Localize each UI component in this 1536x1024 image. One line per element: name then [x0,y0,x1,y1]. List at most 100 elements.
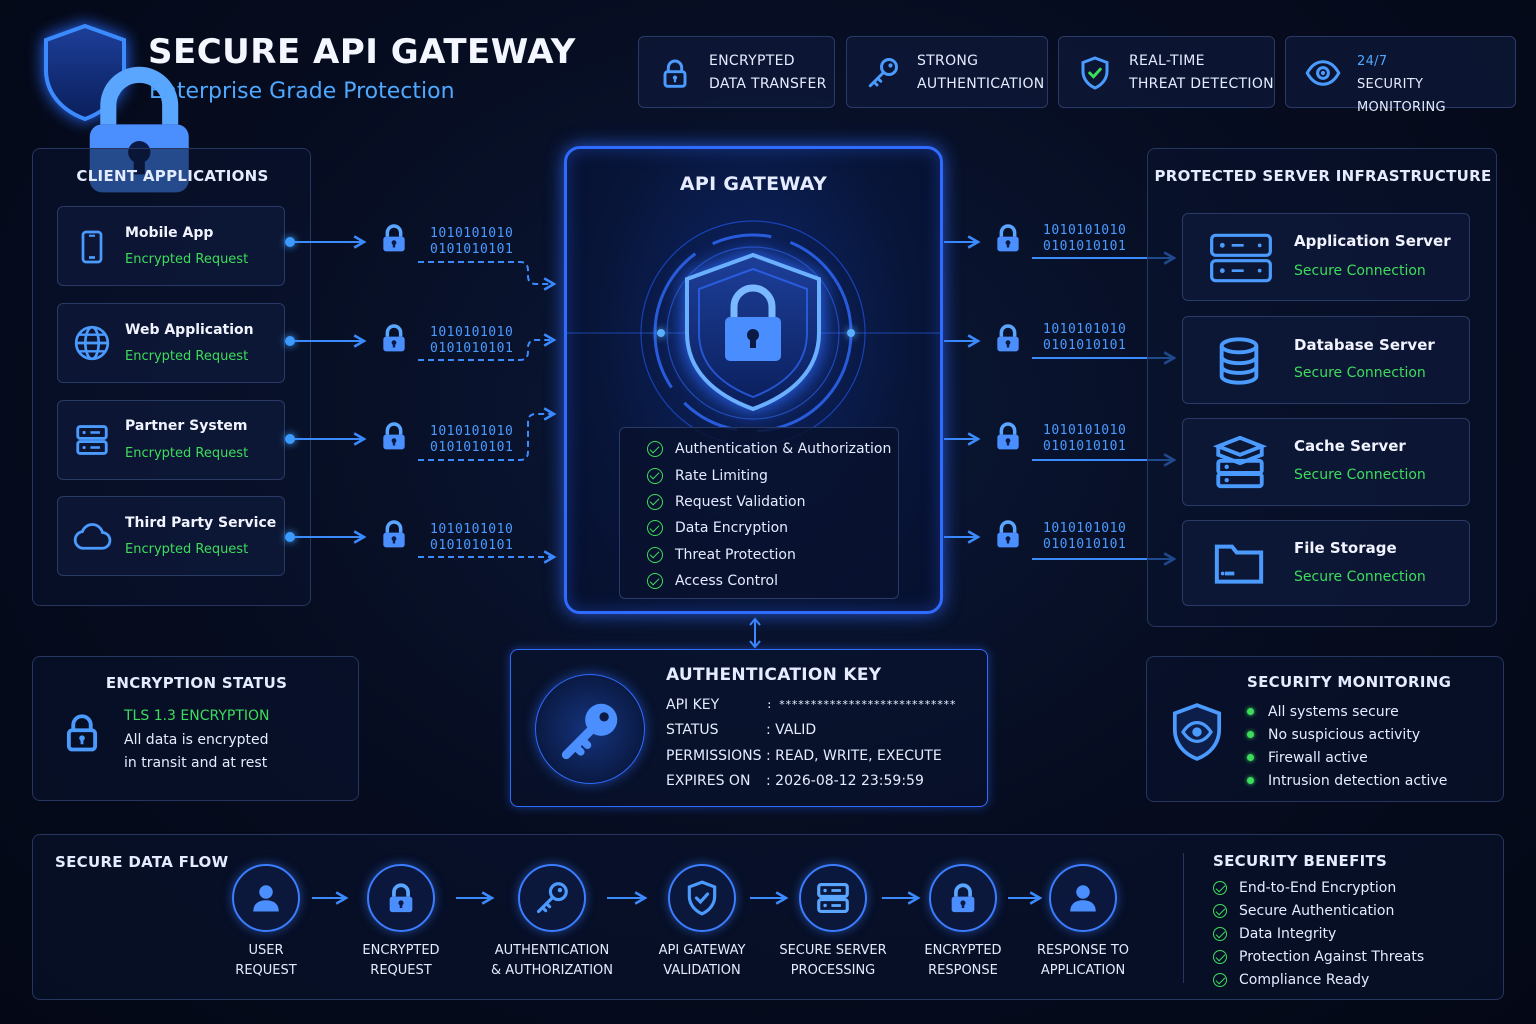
server-item-application-server[interactable]: Application Server Secure Connection [1182,213,1470,301]
status-dot [1247,754,1254,761]
checklist-item: Access Control [647,568,898,594]
server-item-database-server[interactable]: Database Server Secure Connection [1182,316,1470,404]
client-name: Partner System [125,418,248,434]
server-item-file-storage[interactable]: File Storage Secure Connection [1182,520,1470,606]
checklist-item: Request Validation [647,489,898,515]
flow-step-gateway-validation [668,864,736,932]
key-emblem [535,674,645,784]
authentication-key-heading: AUTHENTICATION KEY [666,665,882,685]
check-icon [1213,903,1227,918]
flow-step-server-processing [799,864,867,932]
check-icon [647,441,663,458]
auth-key-row: API KEY: **************************** [666,696,956,713]
checklist-item: Data Encryption [647,515,898,541]
encryption-desc: in transit and at rest [124,755,268,771]
flow-step-user-request [232,864,300,932]
client-status: Encrypted Request [125,349,249,364]
page-title: SECURE API GATEWAY [148,32,576,72]
client-name: Third Party Service [125,515,277,531]
client-item-mobile-app[interactable]: Mobile App Encrypted Request [57,206,285,286]
feature-encrypted-data-transfer: ENCRYPTED DATA TRANSFER [638,36,835,108]
security-benefits-heading: SECURITY BENEFITS [1213,852,1388,870]
check-icon [1213,880,1227,895]
page-subtitle: Enterprise Grade Protection [149,79,455,104]
client-item-partner-system[interactable]: Partner System Encrypted Request [57,400,285,480]
flow-step-label: AUTHENTICATION& AUTHORIZATION [490,943,613,978]
server-infrastructure-heading: PROTECTED SERVER INFRASTRUCTURE [1154,167,1492,185]
secure-data-flow-heading: SECURE DATA FLOW [55,853,229,871]
client-name: Web Application [125,322,254,338]
benefit-item: Protection Against Threats [1213,945,1424,968]
monitoring-item: No suspicious activity [1247,723,1447,746]
security-monitoring-heading: SECURITY MONITORING [1247,673,1452,691]
gateway-checklist: Authentication & Authorization Rate Limi… [619,427,899,599]
client-item-third-party-service[interactable]: Third Party Service Encrypted Request [57,496,285,576]
api-gateway-heading: API GATEWAY [679,173,828,195]
client-status: Encrypted Request [125,252,249,267]
status-dot [1247,708,1254,715]
check-icon [647,573,663,590]
feature-line: AUTHENTICATION [917,76,1045,92]
feature-line: ENCRYPTED [709,53,795,69]
auth-key-row: PERMISSIONS: READ, WRITE, EXECUTE [666,747,942,764]
encryption-status-panel: ENCRYPTION STATUS TLS 1.3 ENCRYPTION All… [32,656,359,801]
tls-label: TLS 1.3 ENCRYPTION [124,708,270,724]
check-icon [647,546,663,563]
feature-line: 24/7 [1357,54,1388,69]
status-dot [1247,731,1254,738]
feature-security-monitoring: 24/7 SECURITY MONITORING [1285,36,1516,115]
check-icon [647,467,663,484]
check-icon [1213,972,1227,987]
auth-key-row: EXPIRES ON: 2026-08-12 23:59:59 [666,773,924,790]
feature-line: THREAT DETECTION [1129,76,1274,92]
benefit-item: Secure Authentication [1213,899,1424,922]
header-logo [40,22,130,122]
server-status: Secure Connection [1294,569,1426,585]
security-monitoring-panel: SECURITY MONITORING All systems secure N… [1146,656,1504,802]
authentication-key-panel: AUTHENTICATION KEY API KEY: ************… [510,649,988,807]
server-item-cache-server[interactable]: Cache Server Secure Connection [1182,418,1470,506]
flow-step-authentication [518,864,586,932]
client-status: Encrypted Request [125,446,249,461]
checklist-item: Rate Limiting [647,462,898,488]
status-dot [1247,777,1254,784]
monitoring-list: All systems secure No suspicious activit… [1247,700,1447,792]
server-status: Secure Connection [1294,263,1426,279]
server-name: File Storage [1294,539,1397,557]
feature-line: REAL-TIME [1129,53,1205,69]
feature-line: SECURITY MONITORING [1357,77,1446,115]
client-status: Encrypted Request [125,542,249,557]
shield-eye-icon [1172,703,1222,761]
server-name: Application Server [1294,232,1451,250]
benefits-list: End-to-End Encryption Secure Authenticat… [1213,876,1424,991]
client-item-web-application[interactable]: Web Application Encrypted Request [57,303,285,383]
auth-key-details: API KEY: **************************** ST… [666,692,976,794]
monitoring-item: Firewall active [1247,746,1447,769]
check-icon [647,520,663,537]
encryption-status-heading: ENCRYPTION STATUS [105,674,288,692]
benefit-item: Compliance Ready [1213,968,1424,991]
flow-step-encrypted-request [367,864,435,932]
benefit-item: End-to-End Encryption [1213,876,1424,899]
feature-line: DATA TRANSFER [709,76,827,92]
divider [1183,853,1184,983]
server-name: Database Server [1294,336,1435,354]
gateway-shield-icon [567,215,940,451]
server-name: Cache Server [1294,437,1406,455]
checklist-item: Threat Protection [647,542,898,568]
app-server-icon [1210,233,1272,283]
